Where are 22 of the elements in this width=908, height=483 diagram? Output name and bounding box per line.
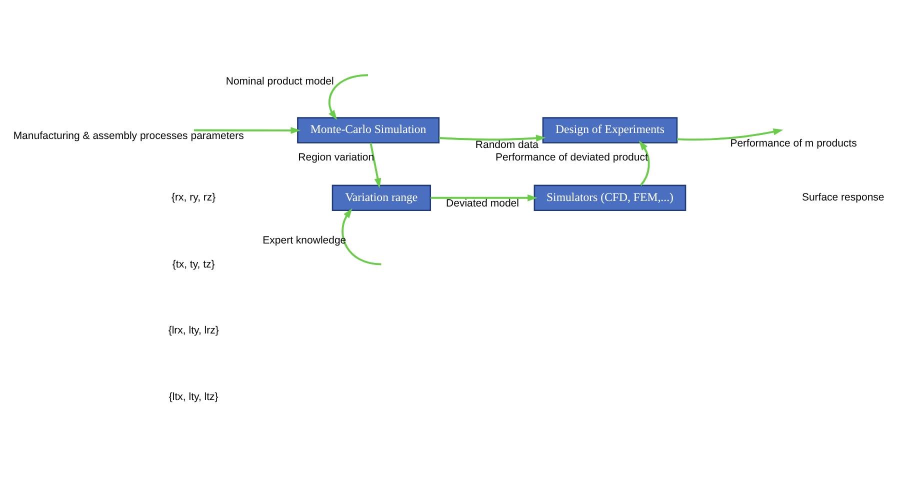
edge-label: Performance of m products — [730, 137, 857, 150]
arrow — [370, 142, 382, 188]
node-box: Design of Experiments — [542, 116, 678, 143]
label: {lrx, lty, lrz} — [168, 324, 219, 336]
edge-label: Nominal product model — [226, 75, 334, 88]
edge-label: Manufacturing & assembly processes parameters — [13, 129, 244, 142]
label: {rx, ry, rz} — [172, 190, 216, 203]
arrow — [342, 208, 382, 265]
label: {tx, ty, tz} — [172, 258, 215, 270]
arrow — [638, 140, 650, 186]
node-box: Variation range — [332, 184, 432, 211]
arrow — [439, 134, 546, 142]
arrow — [430, 194, 538, 201]
node-box: Simulators (CFD, FEM,...) — [534, 184, 686, 211]
edge-label: Deviated model — [446, 196, 519, 209]
node-box: Monte-Carlo Simulation — [297, 116, 440, 143]
arrow — [676, 128, 784, 140]
label: {ltx, lty, ltz} — [168, 390, 218, 403]
arrow — [194, 126, 301, 134]
label: Surface response — [802, 190, 884, 203]
edge-label: Random data — [475, 138, 538, 151]
arrow — [328, 74, 368, 120]
